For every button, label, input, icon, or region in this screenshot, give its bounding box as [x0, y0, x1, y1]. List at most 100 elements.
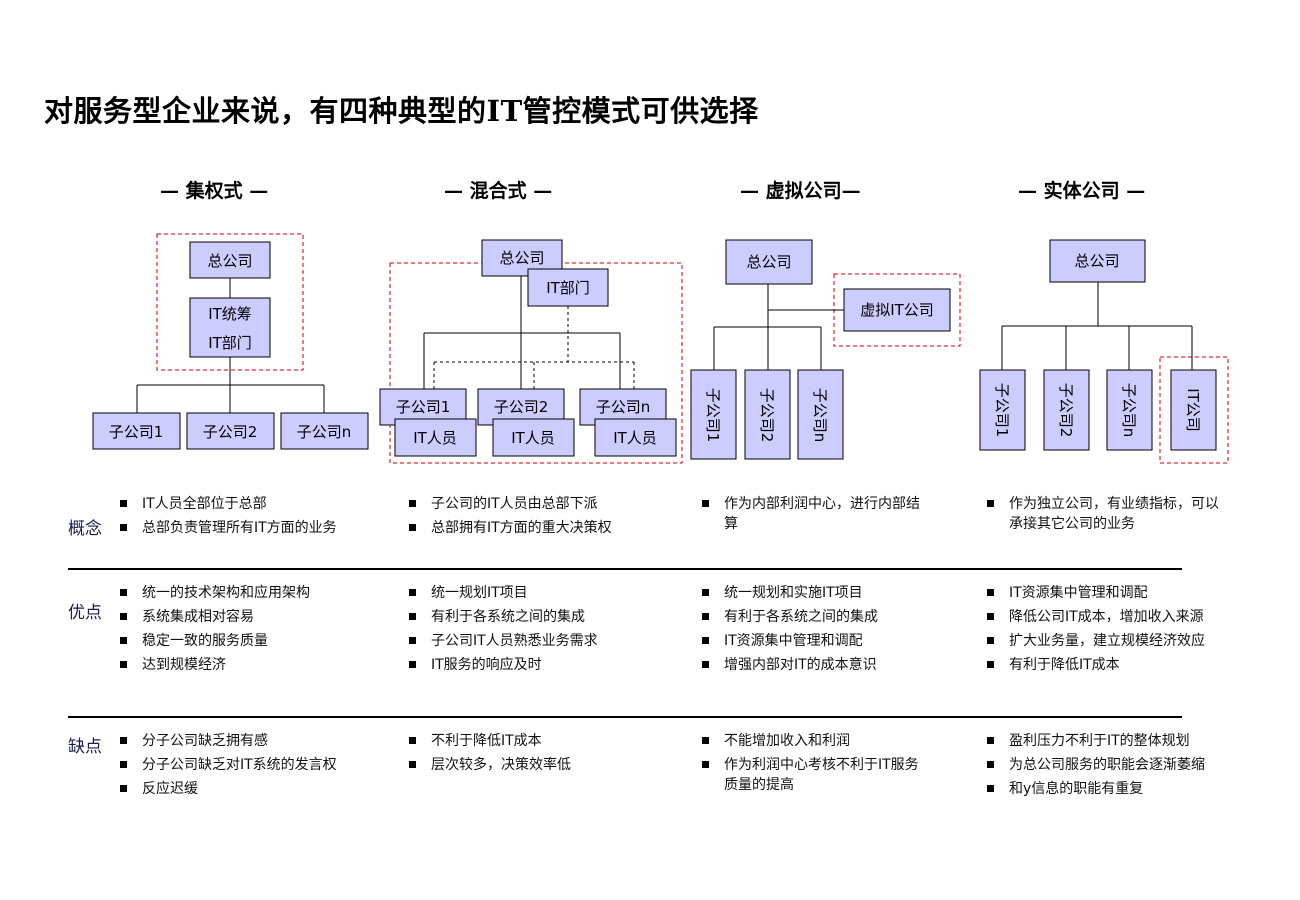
diagram-hybrid: 总公司 IT部门 子公司1 子公司2 子公司n IT人员 IT人员 IT人员	[379, 239, 683, 464]
model-title-entity: — 实体公司 —	[1018, 180, 1146, 202]
svg-text:子公司2: 子公司2	[1057, 383, 1075, 438]
centralized-it-dept-box: IT统筹 IT部门	[189, 297, 271, 358]
list-item: 总部负责管理所有IT方面的业务	[118, 518, 348, 538]
disadvantages-hybrid: 不利于降低IT成本 层次较多，决策效率低	[407, 731, 677, 779]
list-item: IT服务的响应及时	[407, 655, 677, 675]
list-item: IT资源集中管理和调配	[700, 631, 970, 651]
svg-text:子公司1: 子公司1	[704, 388, 722, 443]
list-item: 有利于各系统之间的集成	[700, 607, 970, 627]
svg-text:子公司2: 子公司2	[758, 388, 776, 443]
list-item: 扩大业务量，建立规模经济效应	[985, 631, 1260, 651]
hybrid-it-dept-box: IT部门	[527, 268, 609, 307]
concept-entity: 作为独立公司，有业绩指标，可以承接其它公司的业务	[985, 494, 1230, 538]
list-item: 有利于各系统之间的集成	[407, 607, 677, 627]
virtual-sub-box-2: 子公司2	[744, 369, 791, 460]
svg-text:子公司1: 子公司1	[993, 383, 1011, 438]
svg-text:IT人员: IT人员	[511, 429, 555, 447]
list-item: 有利于降低IT成本	[985, 655, 1260, 675]
model-title-hybrid: — 混合式 —	[444, 180, 553, 202]
list-item: 系统集成相对容易	[118, 607, 378, 627]
list-item: 为总公司服务的职能会逐渐萎缩	[985, 755, 1260, 775]
list-item: 稳定一致的服务质量	[118, 631, 378, 651]
centralized-sub-box-n: 子公司n	[280, 412, 369, 450]
disadvantages-entity: 盈利压力不利于IT的整体规划 为总公司服务的职能会逐渐萎缩 和y信息的职能有重复	[985, 731, 1260, 803]
centralized-hq-box: 总公司	[189, 241, 271, 279]
diagram-centralized: 总公司 IT统筹 IT部门 子公司1 子公司2 子公司n	[92, 233, 369, 450]
advantages-virtual: 统一规划和实施IT项目 有利于各系统之间的集成 IT资源集中管理和调配 增强内部…	[700, 583, 970, 679]
list-item: 层次较多，决策效率低	[407, 755, 677, 775]
list-item: 不能增加收入和利润	[700, 731, 925, 751]
hybrid-dashed-frame	[389, 262, 683, 464]
list-item: 作为利润中心考核不利于IT服务质量的提高	[700, 755, 925, 795]
entity-sub-box-n: 子公司n	[1106, 369, 1153, 451]
svg-text:总公司: 总公司	[207, 252, 252, 270]
svg-text:总公司: 总公司	[1074, 252, 1119, 270]
concept-centralized: IT人员全部位于总部 总部负责管理所有IT方面的业务	[118, 494, 348, 542]
list-item: 达到规模经济	[118, 655, 378, 675]
centralized-sub-box-1: 子公司1	[92, 412, 181, 450]
list-item: 降低公司IT成本，增加收入来源	[985, 607, 1260, 627]
list-item: 反应迟缓	[118, 779, 348, 799]
hybrid-it-staff-box-2: IT人员	[492, 418, 575, 457]
list-item: 统一规划IT项目	[407, 583, 677, 603]
hybrid-it-staff-box-3: IT人员	[594, 418, 677, 457]
row-divider-2	[68, 716, 1182, 718]
hybrid-it-staff-box-1: IT人员	[394, 418, 477, 457]
svg-text:IT统筹: IT统筹	[208, 305, 252, 323]
concept-hybrid: 子公司的IT人员由总部下派 总部拥有IT方面的重大决策权	[407, 494, 677, 542]
row-label-disadvantages: 缺点	[68, 737, 102, 757]
entity-dashed-frame	[1159, 356, 1229, 464]
svg-text:子公司n: 子公司n	[811, 388, 829, 443]
entity-it-company-box: IT公司	[1170, 369, 1217, 451]
disadvantages-centralized: 分子公司缺乏拥有感 分子公司缺乏对IT系统的发言权 反应迟缓	[118, 731, 348, 803]
diagram-virtual: 总公司 虚拟IT公司 子公司1 子公司2 子公司n	[690, 239, 961, 460]
virtual-it-company-box: 虚拟IT公司	[843, 288, 951, 332]
diagram-entity: 总公司 子公司1 子公司2 子公司n IT公司	[979, 239, 1229, 464]
svg-text:子公司1: 子公司1	[396, 398, 451, 416]
svg-text:IT部门: IT部门	[208, 334, 252, 352]
list-item: 作为独立公司，有业绩指标，可以承接其它公司的业务	[985, 494, 1230, 534]
concept-virtual: 作为内部利润中心，进行内部结算	[700, 494, 925, 538]
list-item: 分子公司缺乏对IT系统的发言权	[118, 755, 348, 775]
svg-text:总公司: 总公司	[746, 253, 791, 271]
advantages-entity: IT资源集中管理和调配 降低公司IT成本，增加收入来源 扩大业务量，建立规模经济…	[985, 583, 1260, 679]
list-item: 作为内部利润中心，进行内部结算	[700, 494, 925, 534]
svg-text:总公司: 总公司	[499, 249, 544, 267]
advantages-centralized: 统一的技术架构和应用架构 系统集成相对容易 稳定一致的服务质量 达到规模经济	[118, 583, 378, 679]
centralized-sub-box-2: 子公司2	[186, 412, 275, 450]
svg-text:子公司n: 子公司n	[297, 423, 352, 441]
svg-text:IT部门: IT部门	[546, 279, 590, 297]
list-item: 子公司IT人员熟悉业务需求	[407, 631, 677, 651]
list-item: 子公司的IT人员由总部下派	[407, 494, 677, 514]
svg-text:子公司n: 子公司n	[596, 398, 651, 416]
row-label-concept: 概念	[68, 519, 102, 539]
list-item: 统一的技术架构和应用架构	[118, 583, 378, 603]
list-item: 总部拥有IT方面的重大决策权	[407, 518, 677, 538]
svg-text:子公司1: 子公司1	[109, 423, 164, 441]
entity-sub-box-1: 子公司1	[979, 369, 1026, 451]
model-title-centralized: — 集权式 —	[160, 180, 269, 202]
svg-text:子公司n: 子公司n	[1120, 383, 1138, 438]
virtual-sub-box-1: 子公司1	[690, 369, 737, 460]
svg-text:子公司2: 子公司2	[494, 398, 549, 416]
svg-text:子公司2: 子公司2	[203, 423, 258, 441]
list-item: IT资源集中管理和调配	[985, 583, 1260, 603]
list-item: 不利于降低IT成本	[407, 731, 677, 751]
org-diagrams: 总公司 IT统筹 IT部门 子公司1 子公司2 子公司n	[92, 233, 1229, 464]
virtual-sub-box-n: 子公司n	[797, 369, 844, 460]
svg-text:IT公司: IT公司	[1184, 388, 1202, 432]
row-label-advantages: 优点	[68, 603, 102, 623]
svg-text:虚拟IT公司: 虚拟IT公司	[860, 301, 934, 319]
list-item: 盈利压力不利于IT的整体规划	[985, 731, 1260, 751]
list-item: 和y信息的职能有重复	[985, 779, 1260, 799]
entity-sub-box-2: 子公司2	[1043, 369, 1090, 451]
row-divider-1	[68, 568, 1182, 570]
svg-text:IT人员: IT人员	[613, 429, 657, 447]
model-title-virtual: — 虚拟公司—	[740, 180, 861, 202]
centralized-dashed-frame	[156, 233, 304, 371]
list-item: 统一规划和实施IT项目	[700, 583, 970, 603]
page-title: 对服务型企业来说，有四种典型的IT管控模式可供选择	[44, 94, 759, 128]
svg-text:IT人员: IT人员	[413, 429, 457, 447]
advantages-hybrid: 统一规划IT项目 有利于各系统之间的集成 子公司IT人员熟悉业务需求 IT服务的…	[407, 583, 677, 679]
entity-hq-box: 总公司	[1049, 239, 1146, 283]
